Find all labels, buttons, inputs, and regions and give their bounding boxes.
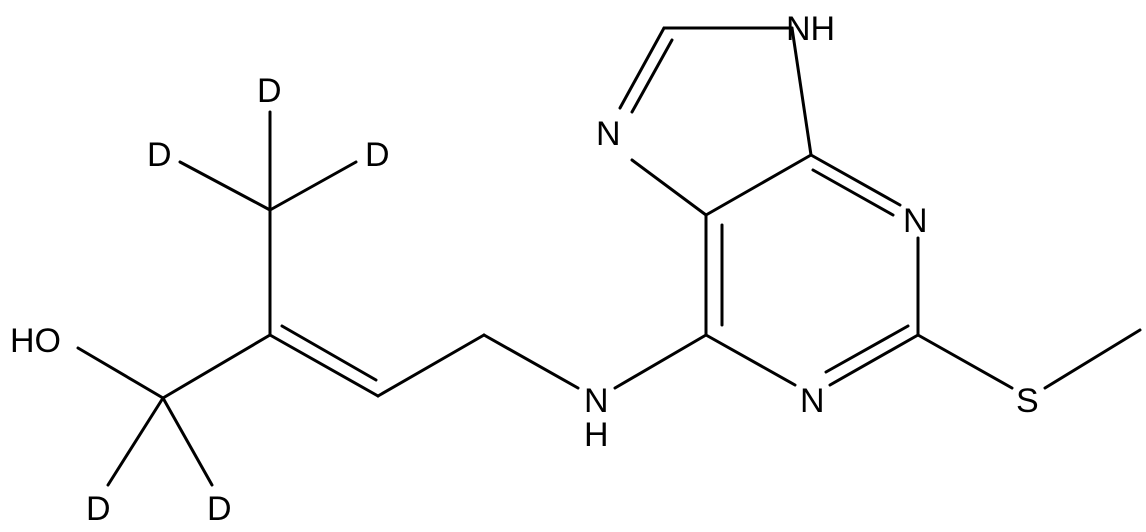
bond-nh-ch2	[482, 333, 580, 390]
bond-cd2-d-left	[106, 396, 165, 487]
bond-c4-n3	[809, 153, 902, 207]
bond-c5-n7	[630, 158, 708, 217]
bond-n1-c6	[704, 333, 797, 387]
bond-ch-c	[268, 333, 380, 398]
bond-ch-c-double	[280, 324, 378, 382]
atom-n7: N	[596, 115, 621, 153]
bond-cd3-d-right	[268, 160, 358, 212]
atom-d-methyl-right: D	[365, 136, 390, 174]
atom-d-methyl-top: D	[257, 72, 282, 110]
atom-h-amine: H	[584, 416, 609, 454]
bond-cd3-d-left	[178, 160, 272, 212]
atom-oh: HO	[10, 322, 61, 360]
bond-ch2-ch	[376, 333, 486, 398]
atom-d-ch2-right: D	[207, 490, 232, 528]
bond-s-ch3	[1043, 328, 1142, 390]
atom-s: S	[1016, 382, 1039, 420]
bond-c4-n3-double	[811, 168, 895, 217]
bond-cd2-d-right	[161, 396, 214, 487]
atom-n-amine: N	[584, 382, 609, 420]
bond-c6-nh	[613, 333, 708, 390]
bond-c2-n1-double	[824, 324, 910, 374]
atom-nh-ring: NH	[786, 10, 835, 48]
bond-cd2-o	[76, 346, 165, 400]
atom-d-ch2-left: D	[86, 490, 111, 528]
atom-d-methyl-left: D	[147, 136, 172, 174]
bond-n9-c4	[790, 26, 813, 157]
bond-n7-c8	[618, 26, 666, 110]
atom-n1: N	[800, 382, 825, 420]
bond-n7-c8-double	[630, 38, 674, 114]
atom-n3: N	[903, 202, 928, 240]
bond-c-cd2	[161, 333, 272, 400]
bond-c4-c5	[704, 153, 813, 217]
bond-c2-s	[916, 333, 1014, 390]
bond-c2-n1	[828, 333, 920, 387]
